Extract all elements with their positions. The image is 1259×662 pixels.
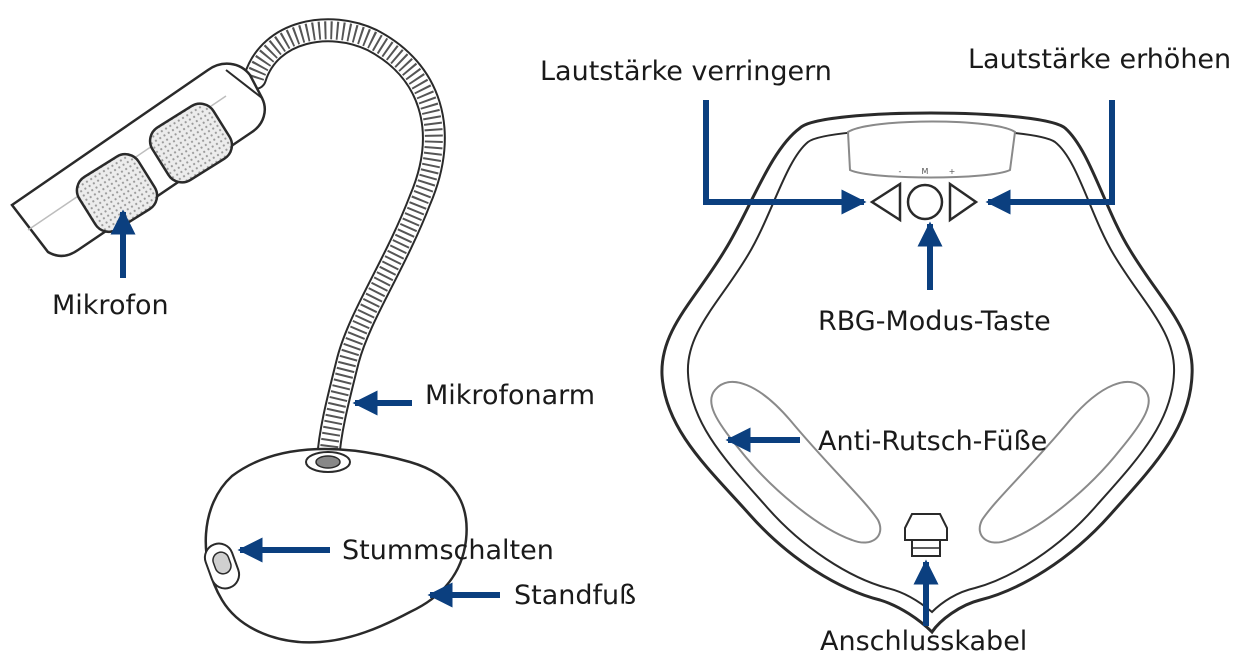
volume-up-button (948, 181, 979, 223)
mic-grille-back (148, 102, 234, 184)
mark-mode: M (922, 167, 929, 176)
label-rgb-modus-taste: RBG-Modus-Taste (818, 306, 1051, 337)
label-lautstaerke-erhoehen: Lautstärke erhöhen (968, 44, 1232, 75)
label-mikrofon: Mikrofon (52, 290, 169, 321)
label-anschlusskabel: Anschlusskabel (820, 626, 1028, 657)
label-mikrofonarm: Mikrofonarm (425, 380, 596, 411)
callout-arrows (110, 100, 1115, 626)
label-lautstaerke-verringern: Lautstärke verringern (540, 56, 832, 87)
cable-connector (904, 513, 948, 541)
base-top-window (846, 120, 1017, 179)
arrow-lautstaerke-verringern (703, 100, 867, 215)
label-standfuss: Standfuß (514, 580, 637, 611)
microphone-drawing (10, 18, 468, 644)
arrow-lautstaerke-erhoehen (985, 100, 1115, 215)
anti-slip-pad-right (978, 381, 1150, 544)
rgb-mode-button (906, 183, 944, 221)
mic-base (204, 447, 468, 644)
label-stummschalten: Stummschalten (342, 535, 554, 566)
mark-plus: + (949, 167, 956, 176)
volume-down-button (869, 181, 902, 223)
label-anti-rutsch-fuesse: Anti-Rutsch-Füße (818, 426, 1048, 457)
control-buttons (869, 181, 979, 223)
base-bottom-view (660, 111, 1194, 635)
mark-minus: - (899, 167, 902, 176)
